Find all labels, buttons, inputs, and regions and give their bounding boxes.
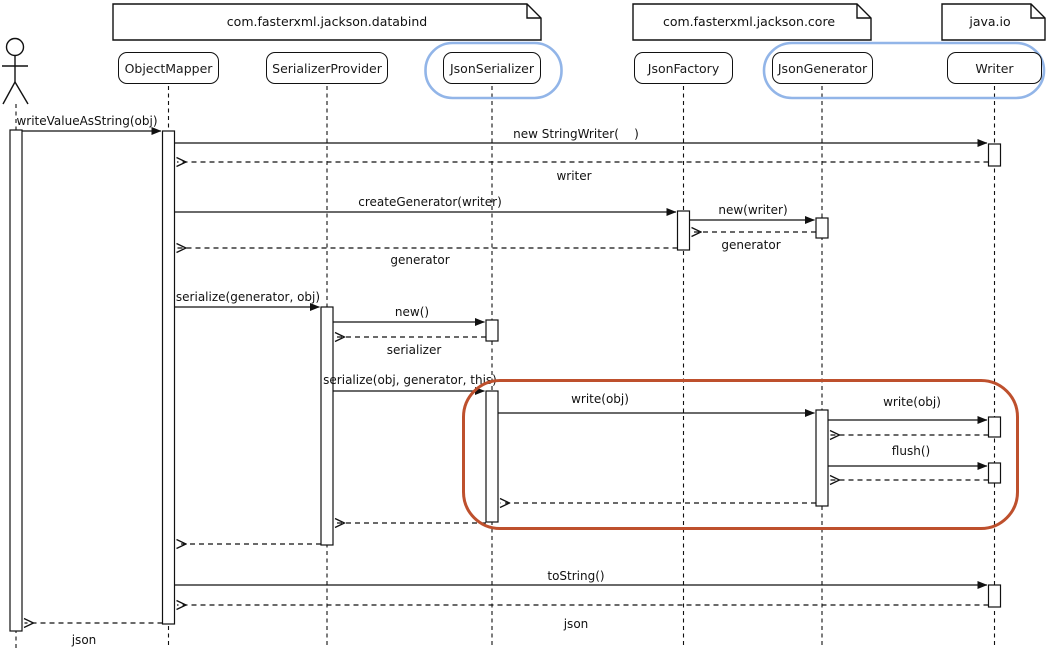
participant-label: JsonSerializer [449, 60, 534, 76]
package-label-javaio: java.io [969, 14, 1011, 29]
package-note-core [632, 3, 872, 41]
participant-serializerprovider: SerializerProvider [266, 52, 388, 84]
participant-label: JsonGenerator [777, 60, 868, 76]
message-label-creategenerator: createGenerator(writer) [358, 195, 502, 209]
activation-serializerprovider [320, 306, 334, 546]
participant-label: JsonFactory [647, 60, 720, 76]
message-label-writevalueasstring: writeValueAsString(obj) [16, 114, 158, 128]
actor-leg-left [2, 81, 16, 105]
message-label-serialize-obj-gen: serialize(obj, generator, this) [323, 373, 497, 387]
message-label-generator-1: generator [721, 238, 781, 252]
message-label-write-obj-2: write(obj) [883, 395, 941, 409]
package-note-databind-fold [526, 4, 541, 19]
message-label-writer: writer [556, 169, 592, 183]
participant-label: SerializerProvider [272, 60, 382, 76]
activation-objectmapper [161, 130, 176, 625]
message-label-serializer: serializer [386, 343, 442, 357]
message-label-generator-2: generator [390, 253, 450, 267]
actor-leg-right [14, 81, 29, 105]
package-note-databind [112, 3, 542, 41]
actor-head [5, 37, 25, 57]
activation-writer-flush [987, 462, 1002, 484]
activation-jsongenerator-new [815, 217, 829, 239]
message-label-json-center: json [563, 617, 589, 631]
message-label-write-obj-1: write(obj) [571, 392, 629, 406]
participant-jsonfactory: JsonFactory [634, 52, 733, 84]
activation-jsonfactory [676, 210, 691, 251]
blue-highlight-jsongenerator-writer [762, 41, 1046, 100]
participant-jsonserializer: JsonSerializer [443, 52, 541, 84]
activation-writer-stringwriter [987, 143, 1002, 167]
package-label-databind: com.fasterxml.jackson.databind [226, 14, 428, 29]
activation-jsongenerator-write [815, 409, 829, 507]
message-label-tostring: toString() [547, 569, 605, 583]
message-label-new-stringwriter: new StringWriter( ) [513, 127, 639, 141]
package-note-core-fold [856, 4, 871, 19]
activation-writer-write [987, 416, 1002, 438]
package-note-javaio-fold [1030, 4, 1045, 19]
package-note-javaio [941, 3, 1046, 41]
activation-writer-tostring [987, 584, 1002, 608]
blue-highlight-jsonserializer [424, 41, 563, 100]
message-label-json-left: json [71, 633, 97, 647]
message-label-flush: flush() [891, 444, 931, 458]
participant-writer: Writer [947, 52, 1042, 84]
activation-actor [9, 129, 23, 632]
participant-label: Writer [975, 60, 1014, 76]
participant-label: ObjectMapper [124, 60, 213, 76]
message-label-new-writer: new(writer) [718, 203, 788, 217]
message-label-serialize-gen-obj: serialize(generator, obj) [175, 290, 321, 304]
package-label-core: com.fasterxml.jackson.core [662, 14, 836, 29]
message-label-new: new() [394, 305, 430, 319]
activation-jsonserializer-new [485, 319, 499, 342]
activation-jsonserializer-serialize [485, 390, 499, 523]
participant-objectmapper: ObjectMapper [118, 52, 219, 84]
actor-figure [2, 37, 29, 105]
participant-jsongenerator: JsonGenerator [772, 52, 873, 84]
